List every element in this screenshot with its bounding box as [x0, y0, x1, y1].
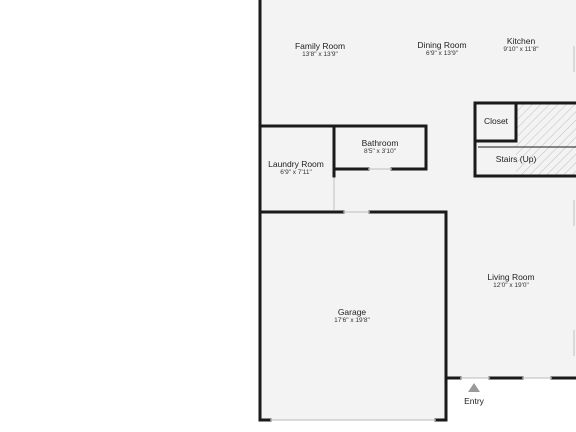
- entry-marker-icon: [468, 383, 480, 392]
- living-room-name: Living Room: [487, 272, 535, 282]
- garage-dim: 17'6" x 19'8": [334, 317, 370, 324]
- entry-label: Entry: [464, 396, 484, 406]
- living-room-label: Living Room 12'0" x 19'0": [487, 272, 534, 290]
- kitchen-name: Kitchen: [506, 36, 536, 46]
- dining-room-name: Dining Room: [417, 40, 467, 50]
- dining-room-dim: 6'9" x 13'9": [425, 50, 459, 57]
- closet-name: Closet: [483, 116, 509, 126]
- bathroom-dim: 8'5" x 3'10": [363, 148, 397, 155]
- floor-area: [260, 0, 576, 420]
- stairs-name: Stairs (Up): [495, 154, 537, 164]
- laundry-room-dim: 6'9" x 7'11": [280, 169, 312, 176]
- dining-room-label: Dining Room 6'9" x 13'9": [417, 40, 466, 58]
- laundry-room-label: Laundry Room 6'9" x 7'11": [268, 159, 324, 177]
- kitchen-dim: 9'10" x 11'8": [503, 46, 539, 53]
- family-room-name: Family Room: [294, 41, 346, 51]
- closet-label: Closet: [484, 116, 508, 126]
- bathroom-label: Bathroom 8'5" x 3'10": [362, 138, 399, 156]
- kitchen-label: Kitchen 9'10" x 11'8": [503, 36, 538, 54]
- family-room-dim: 13'8" x 13'9": [302, 51, 338, 58]
- garage-name: Garage: [337, 307, 367, 317]
- entry-name: Entry: [464, 396, 484, 406]
- living-room-dim: 12'0" x 19'0": [493, 282, 529, 289]
- stairs-label: Stairs (Up): [496, 154, 537, 164]
- garage-label: Garage 17'6" x 19'8": [334, 307, 370, 325]
- stairs-hatch: [516, 103, 576, 176]
- bathroom-name: Bathroom: [361, 138, 399, 148]
- family-room-label: Family Room 13'8" x 13'9": [295, 41, 345, 59]
- laundry-room-name: Laundry Room: [268, 159, 324, 169]
